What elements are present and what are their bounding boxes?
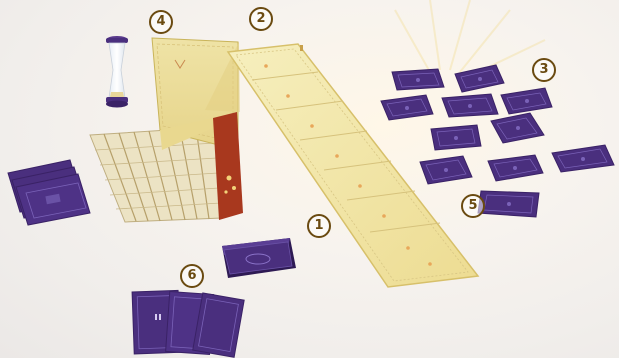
card-deck xyxy=(222,238,296,278)
label-1: 1 xyxy=(307,214,331,238)
label-5: 5 xyxy=(461,194,485,218)
label-2: 2 xyxy=(249,7,273,31)
label-6: 6 xyxy=(180,264,204,288)
background-glow xyxy=(395,0,545,76)
label-4: 4 xyxy=(149,10,173,34)
sand-timer xyxy=(106,36,128,108)
card-hand xyxy=(132,290,244,357)
card-stack-left xyxy=(8,160,90,225)
label-3: 3 xyxy=(532,58,556,82)
purple-cards xyxy=(381,65,614,217)
